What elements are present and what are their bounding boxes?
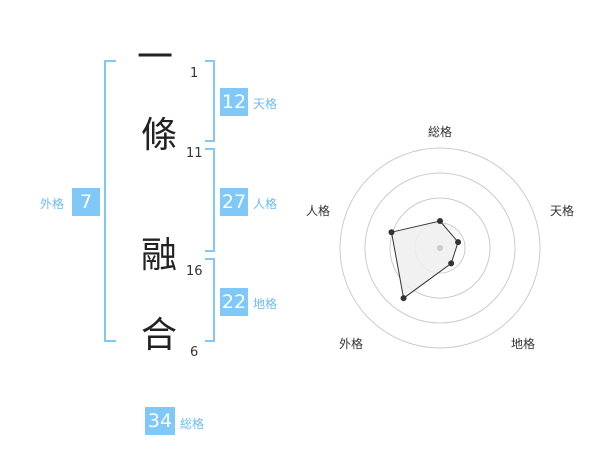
- radar-point-soukaku: [437, 218, 443, 224]
- tenkaku-bracket: [205, 60, 215, 142]
- radar-label-soukaku: 総格: [428, 125, 453, 139]
- jinkaku-label: 人格: [253, 197, 278, 211]
- radar-label-gaikaku: 外格: [339, 337, 364, 351]
- gaikaku-value: 7: [72, 188, 100, 216]
- stroke-count-3: 16: [186, 264, 203, 279]
- gaikaku-bracket: [104, 60, 116, 342]
- stroke-count-1: 1: [190, 66, 199, 81]
- chikaku-label: 地格: [253, 297, 278, 311]
- name-char-2: 條: [140, 115, 177, 156]
- jinkaku-bracket: [205, 148, 215, 252]
- radar-point-jinkaku: [388, 229, 395, 236]
- radar-grid-ring-2: [389, 197, 491, 299]
- radar-point-chikaku: [448, 260, 455, 267]
- soukaku-label: 総格: [180, 417, 205, 431]
- radar-label-tenkaku: 天格: [550, 204, 575, 218]
- name-char-1: 一: [136, 37, 173, 78]
- fortune-radar-chart: [339, 147, 541, 349]
- radar-value-polygon: [390, 220, 459, 300]
- name-char-4: 合: [140, 315, 177, 356]
- stroke-count-4: 6: [190, 345, 199, 360]
- radar-center-dot: [437, 245, 443, 251]
- radar-label-jinkaku: 人格: [306, 204, 331, 218]
- jinkaku-value: 27: [220, 188, 248, 216]
- tenkaku-value: 12: [220, 88, 248, 116]
- stroke-count-2: 11: [186, 146, 203, 161]
- soukaku-value: 34: [145, 407, 175, 435]
- chikaku-bracket: [205, 258, 215, 342]
- radar-value-points: [388, 218, 462, 302]
- tenkaku-label: 天格: [253, 97, 278, 111]
- radar-point-tenkaku: [455, 239, 462, 246]
- radar-label-chikaku: 地格: [511, 337, 536, 351]
- name-char-3: 融: [140, 235, 177, 276]
- chikaku-value: 22: [220, 288, 248, 316]
- radar-grid: [339, 147, 541, 349]
- gaikaku-label: 外格: [40, 197, 65, 211]
- radar-grid-ring-4: [339, 147, 541, 349]
- radar-point-gaikaku: [400, 295, 407, 302]
- radar-grid-ring-3: [364, 172, 516, 324]
